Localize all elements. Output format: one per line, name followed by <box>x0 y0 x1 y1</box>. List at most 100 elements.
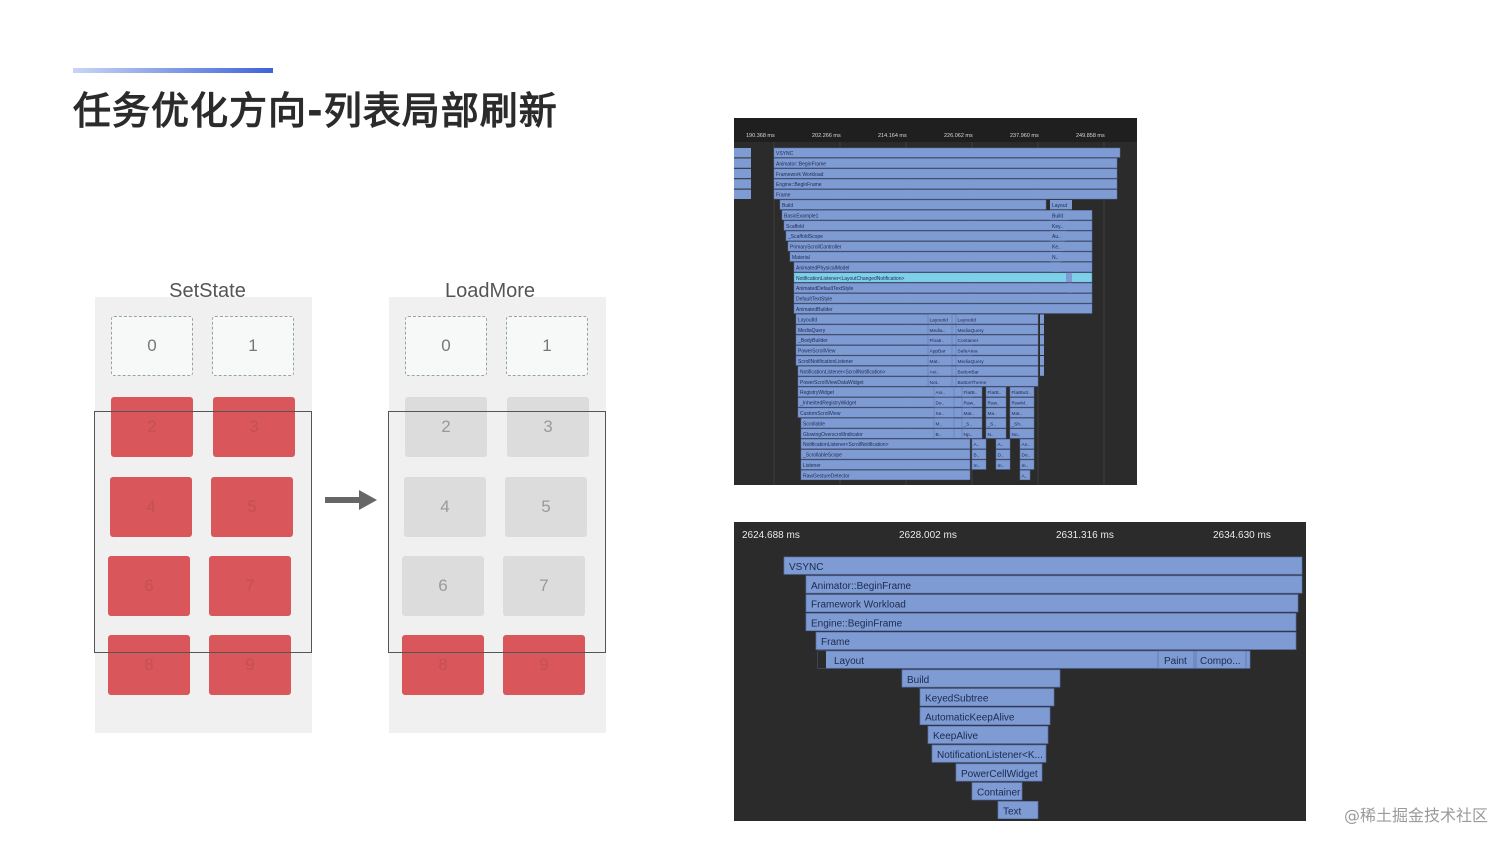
flame-bar <box>793 282 1093 293</box>
flame-bar <box>1040 324 1044 335</box>
flame-bar-label: _BodyBuilder <box>797 338 828 344</box>
flame-bar-label: Frame <box>776 193 791 199</box>
flame-bar-label: Framework Workload <box>776 172 824 178</box>
flame-bar-label: A.. <box>998 442 1004 448</box>
flame-bar <box>931 744 1047 763</box>
flame-bar-label: DefaultTextStyle <box>796 297 832 303</box>
flame-bar <box>1051 262 1060 272</box>
flame-bar-label: Au.. <box>1052 234 1061 240</box>
flame-bar <box>961 386 983 397</box>
flame-bar <box>1019 459 1035 470</box>
flame-bar-label: Media.. <box>930 328 946 334</box>
flame-bar <box>800 470 971 481</box>
flame-bar-label: PrimaryScrollController <box>790 245 842 251</box>
flame-bar <box>933 386 955 397</box>
flame-bar <box>927 324 953 335</box>
flame-bar-label: NotificationListener<ScrollNotification> <box>803 442 889 448</box>
flame-bar <box>927 376 953 387</box>
flame-bar <box>800 438 971 449</box>
flame-bar-label: Listener <box>803 463 821 469</box>
flame-bar <box>955 334 1039 345</box>
flame-bar <box>933 397 955 408</box>
flame-bar <box>773 168 1118 179</box>
tile-number: 4 <box>440 497 450 516</box>
time-axis <box>734 118 1137 142</box>
flame-bar-label: Engine::BeginFrame <box>776 182 822 188</box>
flame-bar-label: LayoutId <box>930 317 949 323</box>
flame-bar-label: LayoutId <box>958 317 977 323</box>
flame-bar-label: B.. <box>974 453 980 459</box>
tile-number: 9 <box>539 655 549 674</box>
flame-bar-label: N.. <box>1052 255 1058 261</box>
flame-bar-label: Frame <box>821 637 850 648</box>
flame-bar-label: Animator::BeginFrame <box>776 161 826 167</box>
flame-bar <box>927 334 953 345</box>
left-tile-4: 4 <box>110 477 192 537</box>
flame-bar-label: NotificationListener<ScrollNotification> <box>800 369 886 375</box>
flame-bar-label: M.. <box>936 421 943 427</box>
flame-bar-label: Build <box>907 675 929 686</box>
flame-bar-label: MediaQuery <box>798 328 826 334</box>
flame-bar-label: Build <box>1052 213 1063 219</box>
flame-bar <box>901 669 1061 688</box>
flame-bar-label: CustomScrollView <box>800 411 841 417</box>
flame-bar-label: Raw.. <box>988 401 1000 407</box>
flame-bar <box>734 148 751 158</box>
time-tick-label: 2634.630 ms <box>1213 530 1271 541</box>
flame-bar <box>793 303 1093 314</box>
flame-bar <box>779 199 1047 210</box>
flame-bar <box>971 438 987 449</box>
flame-bar <box>927 725 1049 744</box>
flame-bar <box>773 178 1118 189</box>
right-tile-2: 2 <box>405 397 487 457</box>
flame-bar-label: ButtonBar <box>958 369 980 375</box>
flame-bar-label: Scrollable <box>803 421 825 427</box>
flame-bar-label: Container <box>958 338 979 344</box>
flame-bar <box>785 230 1093 241</box>
flame-bar <box>955 314 1039 325</box>
left-tile-3: 3 <box>213 397 295 457</box>
flame-bar <box>787 241 1093 252</box>
flame-bar-label: _Sh.. <box>1011 421 1023 427</box>
flame-bar-label: Mat.. <box>964 411 975 417</box>
time-tick-label: 249.858 ms <box>1076 133 1105 139</box>
flame-bar-label: In.. <box>1022 463 1029 469</box>
tile-number: 6 <box>144 576 154 595</box>
flame-bar <box>985 428 1007 439</box>
flame-bar-label: SafeArea <box>958 349 978 355</box>
flame-bar-label: _ScrollableScope <box>802 453 842 459</box>
flame-bar-label: Material <box>792 255 810 261</box>
flame-bar-label: A.. <box>974 442 980 448</box>
right-tile-0: 0 <box>405 316 487 376</box>
slide-title: 任务优化方向-列表局部刷新 <box>73 89 558 133</box>
flame-bar-label: In.. <box>998 463 1005 469</box>
time-tick-label: 2624.688 ms <box>742 530 800 541</box>
flame-bar <box>985 386 1007 397</box>
flame-bar-label: RegistryWidget <box>800 390 835 396</box>
flame-bar-label: In.. <box>974 463 981 469</box>
flame-bar-label: Mat.. <box>930 359 941 365</box>
flame-bar-label: _S.. <box>987 421 997 427</box>
flame-bar <box>734 168 751 179</box>
left-tile-7: 7 <box>209 556 291 616</box>
right-tile-8: 8 <box>402 635 484 695</box>
flame-bar <box>927 314 953 325</box>
flame-bar-label: PowerScrollViewDataWidget <box>800 380 864 386</box>
flame-bar <box>1009 386 1035 397</box>
flame-bar <box>919 688 1055 707</box>
flame-bar <box>1050 210 1070 220</box>
flame-bar <box>783 220 1093 231</box>
tile-number: 0 <box>441 336 451 355</box>
flame-bar-label: Build <box>782 203 793 209</box>
flame-bar-label: PowerScrollView <box>798 349 836 355</box>
right-tile-9: 9 <box>503 635 585 695</box>
title-accent-bar <box>73 68 273 73</box>
flame-bar <box>1040 366 1044 376</box>
flame-bar-label: D.. <box>998 453 1004 459</box>
tile-number: 1 <box>542 336 552 355</box>
flame-bar <box>773 147 1121 158</box>
flame-bar <box>985 397 1007 408</box>
tile-number: 8 <box>144 655 154 674</box>
